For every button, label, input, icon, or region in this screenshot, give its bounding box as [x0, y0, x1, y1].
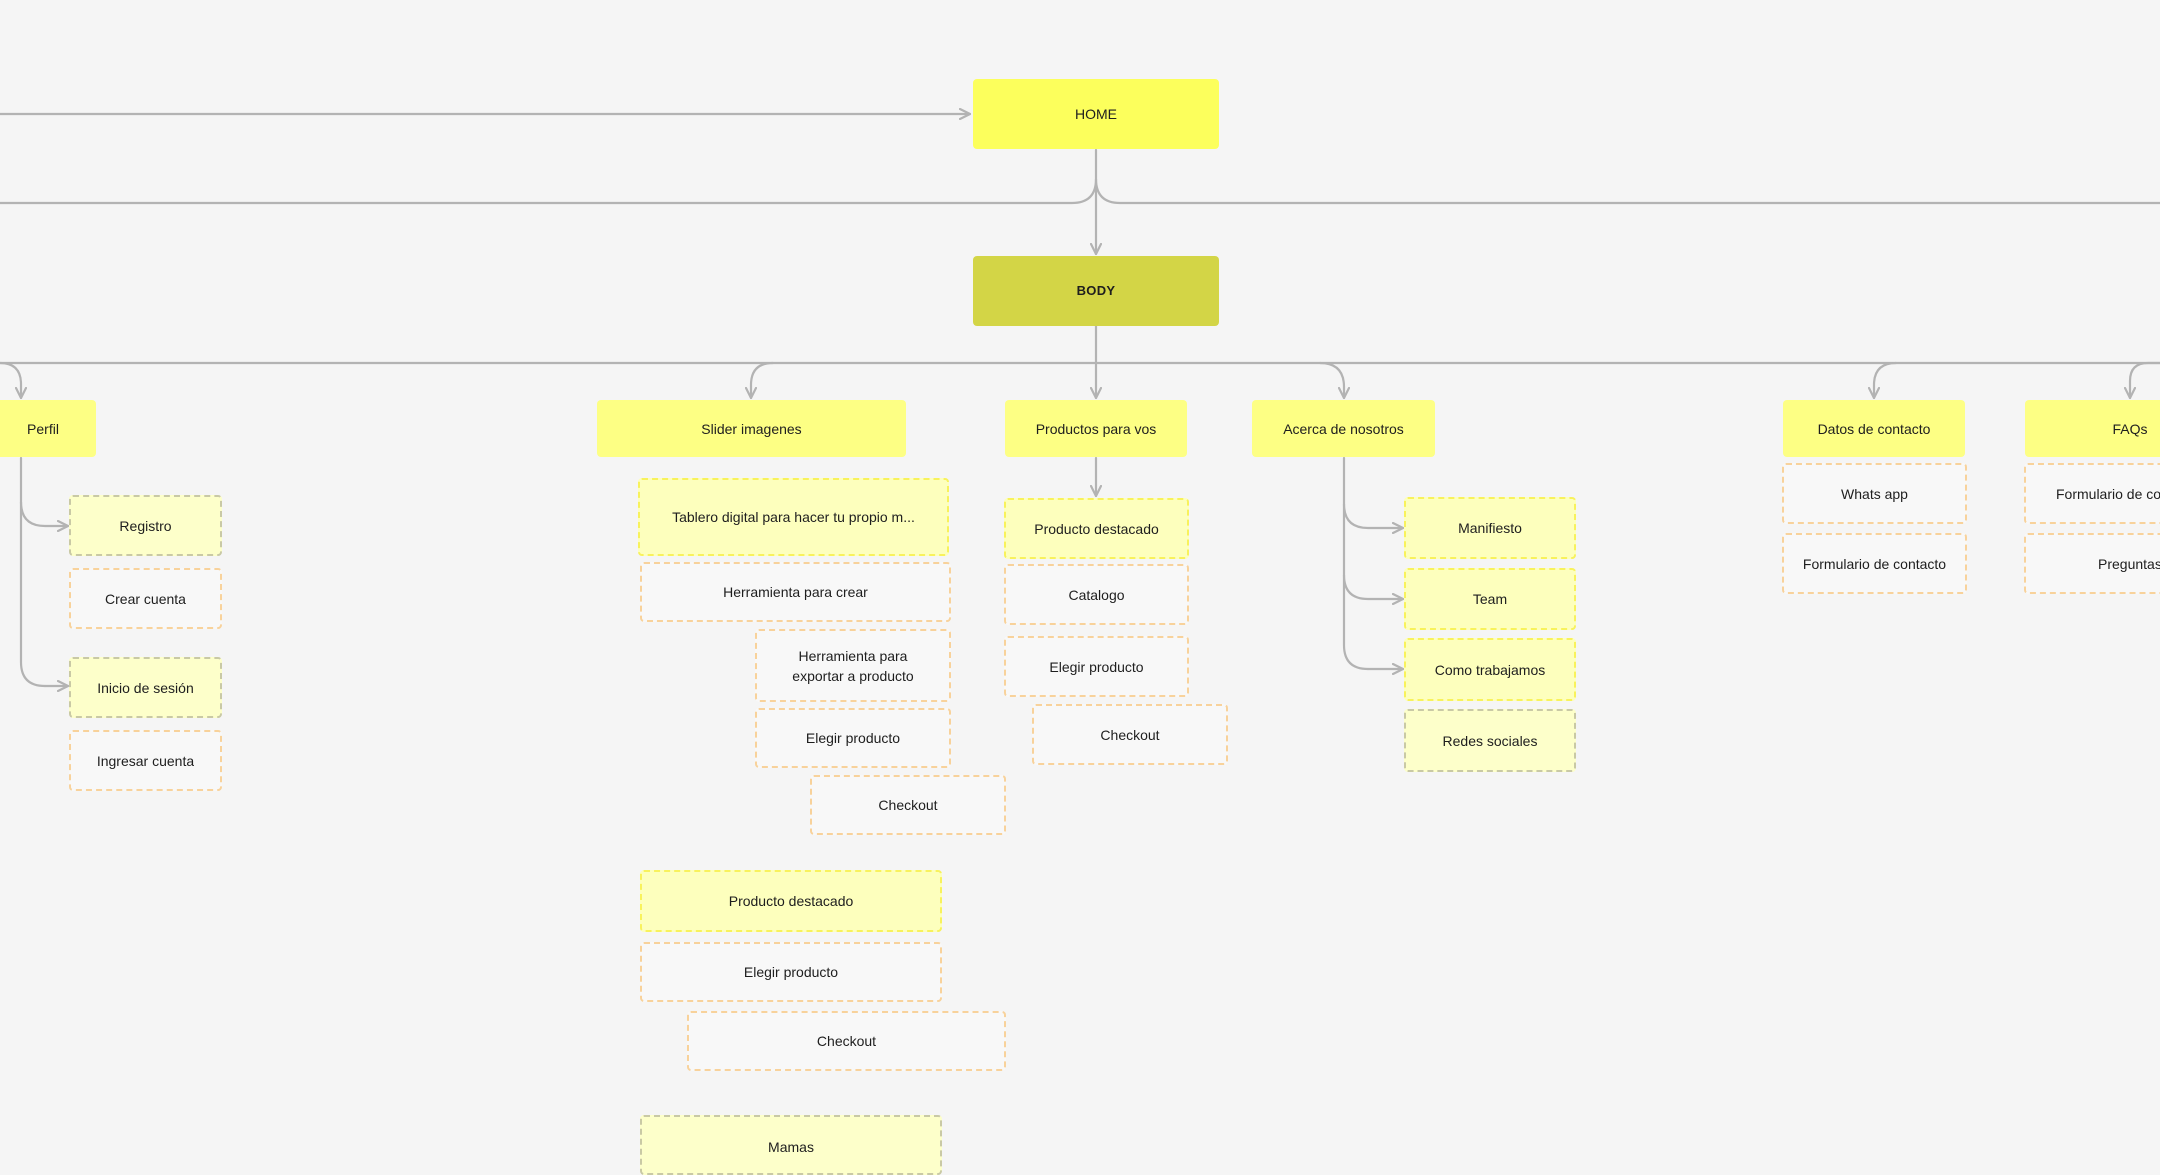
contacto-formulario[interactable]: Formulario de contacto: [1782, 533, 1967, 594]
perfil-inicio-sesion[interactable]: Inicio de sesión: [69, 657, 222, 718]
acerca-section[interactable]: Acerca de nosotros: [1252, 400, 1435, 457]
slider-elegir-producto-2[interactable]: Elegir producto: [640, 942, 942, 1002]
perfil-registro[interactable]: Registro: [69, 495, 222, 556]
line-to-acerca: [1318, 361, 1344, 400]
line-perfil-children: [19, 456, 47, 688]
perfil-section[interactable]: Perfil: [0, 400, 96, 457]
faqs-section[interactable]: FAQs: [2025, 400, 2160, 457]
productos-section[interactable]: Productos para vos: [1005, 400, 1187, 457]
line-to-perfil: [0, 361, 21, 400]
slider-herramienta-crear[interactable]: Herramienta para crear: [640, 562, 951, 622]
connector-lines: [0, 0, 2160, 1146]
line-acerca-children: [1342, 456, 1370, 671]
line-to-team: [1342, 573, 1405, 599]
productos-catalogo[interactable]: Catalogo: [1004, 564, 1189, 625]
contacto-section[interactable]: Datos de contacto: [1783, 400, 1965, 457]
perfil-crear-cuenta[interactable]: Crear cuenta: [69, 568, 222, 629]
line-to-registro: [19, 500, 70, 526]
line-to-slider: [751, 361, 775, 400]
faqs-formulario[interactable]: Formulario de co: [2024, 463, 2160, 524]
slider-tablero-digital[interactable]: Tablero digital para hacer tu propio m..…: [638, 478, 949, 556]
slider-mamas[interactable]: Mamas: [640, 1115, 942, 1175]
slider-section[interactable]: Slider imagenes: [597, 400, 906, 457]
productos-elegir-producto[interactable]: Elegir producto: [1004, 636, 1189, 697]
home-node[interactable]: HOME: [973, 79, 1219, 149]
line-to-contacto: [1874, 361, 1898, 400]
acerca-redes-sociales[interactable]: Redes sociales: [1404, 709, 1576, 772]
contacto-whats-app[interactable]: Whats app: [1782, 463, 1967, 524]
slider-producto-destacado[interactable]: Producto destacado: [640, 870, 942, 932]
body-node[interactable]: BODY: [973, 256, 1219, 326]
acerca-team[interactable]: Team: [1404, 568, 1576, 630]
productos-producto-destacado[interactable]: Producto destacado: [1004, 498, 1189, 559]
faqs-preguntas[interactable]: Preguntas: [2024, 533, 2160, 594]
line-to-manifiesto: [1342, 502, 1405, 528]
perfil-ingresar-cuenta[interactable]: Ingresar cuenta: [69, 730, 222, 791]
acerca-manifiesto[interactable]: Manifiesto: [1404, 497, 1576, 559]
line-to-faqs: [2130, 361, 2160, 400]
acerca-como-trabajamos[interactable]: Como trabajamos: [1404, 638, 1576, 701]
slider-checkout[interactable]: Checkout: [810, 775, 1006, 835]
line-top-branch: [0, 177, 2160, 205]
slider-elegir-producto[interactable]: Elegir producto: [755, 708, 951, 768]
slider-checkout-2[interactable]: Checkout: [687, 1011, 1006, 1071]
slider-herramienta-exportar[interactable]: Herramienta para exportar a producto: [755, 629, 951, 702]
productos-checkout[interactable]: Checkout: [1032, 704, 1228, 765]
